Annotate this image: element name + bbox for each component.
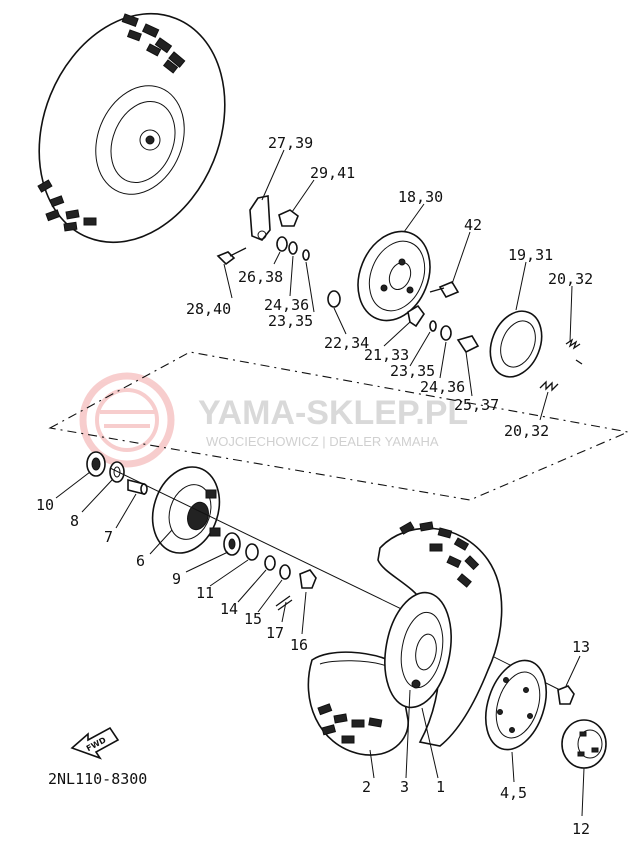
callout-27-39: 27,39 <box>268 134 313 152</box>
callout-20-32-bottom: 20,32 <box>504 422 549 440</box>
callout-1: 1 <box>436 778 445 796</box>
assembly-outline <box>48 351 630 501</box>
brake-arm-group <box>216 195 341 308</box>
callout-20-32-top: 20,32 <box>548 270 593 288</box>
callout-42: 42 <box>464 216 482 234</box>
callout-7: 7 <box>104 528 113 546</box>
callout-29-41: 29,41 <box>310 164 355 182</box>
callout-8: 8 <box>70 512 79 530</box>
brake-disc <box>485 659 547 751</box>
callout-3: 3 <box>400 778 409 796</box>
callout-15: 15 <box>244 610 262 628</box>
leader-lines <box>55 149 585 817</box>
fwd-arrow-icon: FWD <box>70 726 120 760</box>
callout-10: 10 <box>36 496 54 514</box>
brake-shoes <box>429 310 583 392</box>
watermark-logo-icon <box>79 372 175 468</box>
callout-11: 11 <box>196 584 214 602</box>
callout-4-5: 4,5 <box>500 784 527 802</box>
diagram-code: 2NL110-8300 <box>48 770 147 788</box>
callout-9: 9 <box>172 570 181 588</box>
axle-line <box>109 467 421 619</box>
callout-23-35-right: 23,35 <box>390 362 435 380</box>
callout-26-38: 26,38 <box>238 268 283 286</box>
callout-labels: 1 2 3 4,5 6 7 8 9 10 11 12 13 14 15 16 1… <box>36 134 593 838</box>
callout-25-37: 25,37 <box>454 396 499 414</box>
callout-17: 17 <box>266 624 284 642</box>
callout-2: 2 <box>362 778 371 796</box>
callout-18-30: 18,30 <box>398 188 443 206</box>
callout-21-33: 21,33 <box>364 346 409 364</box>
callout-6: 6 <box>136 552 145 570</box>
watermark: YAMA-SKLEP.PL WOJCIECHOWICZ | DEALER YAM… <box>79 372 468 468</box>
top-wheel-tread <box>37 13 186 232</box>
hub-group <box>86 451 317 611</box>
brake-panel <box>357 230 460 328</box>
watermark-tagline: WOJCIECHOWICZ | DEALER YAMAHA <box>206 434 439 449</box>
callout-13: 13 <box>572 638 590 656</box>
top-wheel-illustration <box>37 12 226 244</box>
lower-wheel-illustration <box>307 521 503 756</box>
callout-16: 16 <box>290 636 308 654</box>
callout-22-34: 22,34 <box>324 334 369 352</box>
callout-24-36-right: 24,36 <box>420 378 465 396</box>
callout-28-40: 28,40 <box>186 300 231 318</box>
callout-14: 14 <box>220 600 238 618</box>
callout-12: 12 <box>572 820 590 838</box>
rear-hub-group <box>557 685 607 769</box>
callout-19-31: 19,31 <box>508 246 553 264</box>
watermark-brand: YAMA-SKLEP.PL <box>198 394 468 432</box>
callout-24-36-left: 24,36 <box>264 296 309 314</box>
callout-23-35-left: 23,35 <box>268 312 313 330</box>
lower-wheel-tread <box>317 521 480 744</box>
